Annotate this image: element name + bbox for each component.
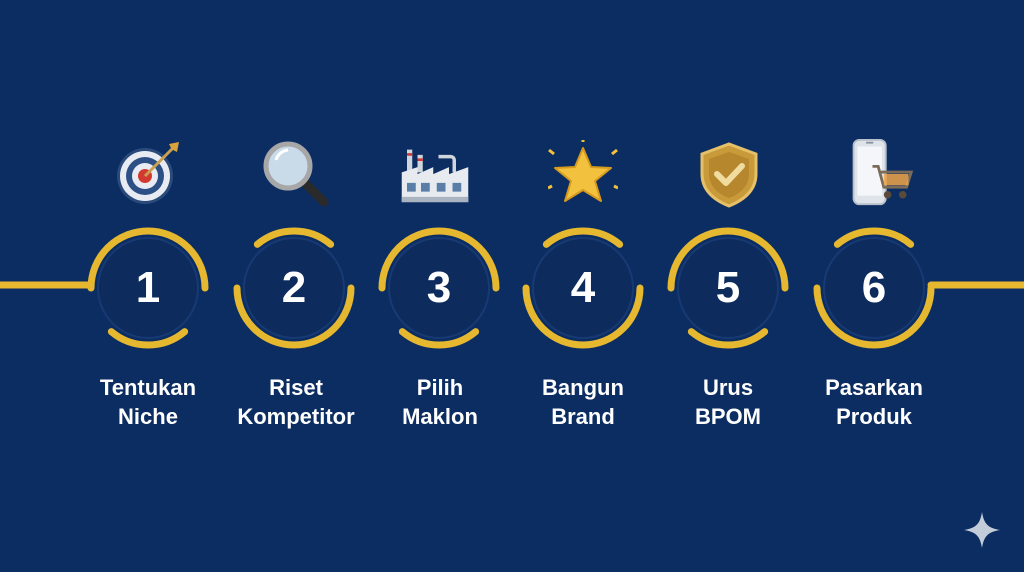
step-number: 3	[426, 263, 452, 312]
magnifying-glass-icon	[263, 141, 329, 207]
step-number: 6	[861, 263, 887, 312]
step-circle	[532, 237, 634, 339]
factory-icon	[401, 149, 469, 203]
wave-arc	[107, 328, 189, 349]
wave-arc	[542, 227, 624, 248]
target-icon	[117, 142, 179, 204]
wave-arc	[398, 328, 480, 349]
step-number: 1	[135, 263, 161, 312]
wave-arc	[833, 227, 915, 248]
shield-check-icon	[700, 142, 758, 208]
step-circle	[243, 237, 345, 339]
phone-cart-icon	[852, 138, 914, 206]
step-circle	[97, 237, 199, 339]
wave-arc	[687, 328, 769, 349]
step-circle	[677, 237, 779, 339]
wave-arc	[253, 227, 335, 248]
step-number: 2	[281, 263, 307, 312]
wave-path	[0, 227, 1024, 349]
step-number: 5	[715, 263, 741, 312]
step-circle	[823, 237, 925, 339]
star-icon	[548, 140, 618, 202]
step-number: 4	[570, 263, 596, 312]
sparkle-icon	[964, 512, 1000, 548]
step-circle	[388, 237, 490, 339]
